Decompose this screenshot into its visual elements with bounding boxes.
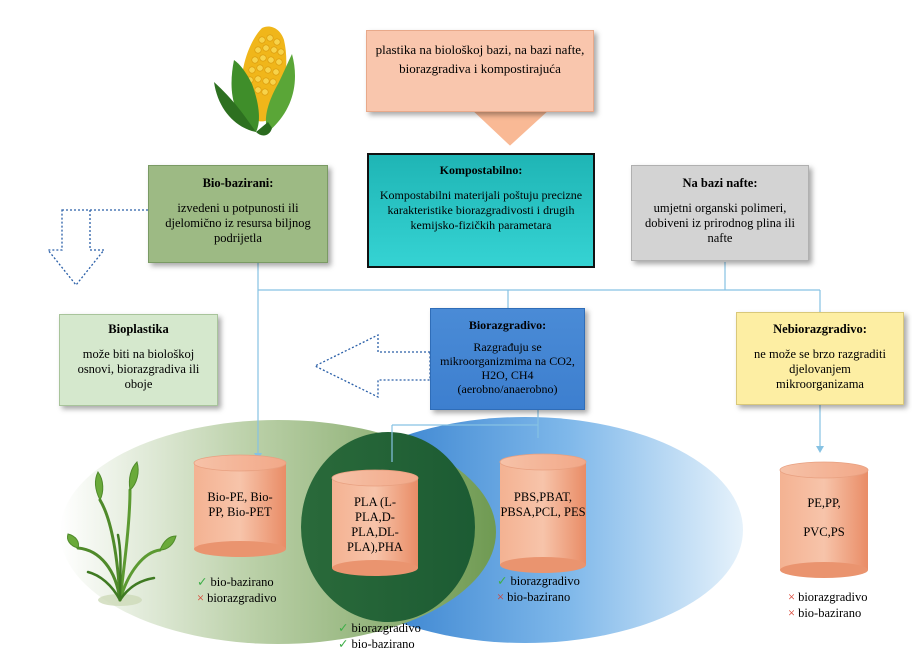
bio-bazirani-text: izvedeni u potpunosti ili djelomično iz … xyxy=(165,201,311,245)
cylinder-bio xyxy=(193,454,287,557)
biorazgradivo-title: Biorazgradivo: xyxy=(468,318,547,332)
cylinder-both xyxy=(331,469,419,576)
dotted-down-arrow xyxy=(46,209,148,287)
nebiorazgradivo-title: Nebiorazgradivo: xyxy=(773,322,867,336)
legend-petro-line2: bio-bazirano xyxy=(798,606,862,620)
cylinder-bioraz-label: PBS,PBAT, PBSA,PCL, PES xyxy=(500,490,586,519)
cylinder-petro-label-1: PE,PP, xyxy=(807,496,841,510)
kompostabilno-text: Kompostabilni materijali poštuju precizn… xyxy=(379,188,583,232)
cross-icon: × xyxy=(788,606,796,620)
legend-petro: ×biorazgradivo ×bio-bazirano xyxy=(788,589,867,621)
cross-icon: × xyxy=(497,590,505,604)
top-box-text: plastika na biološkoj bazi, na bazi naft… xyxy=(375,42,585,76)
legend-bio-line2: biorazgradivo xyxy=(207,591,277,605)
bio-bazirani-box: Bio-bazirani: izvedeni u potpunosti ili … xyxy=(148,165,328,263)
check-icon: ✓ xyxy=(338,621,349,635)
legend-both-line2: bio-bazirano xyxy=(351,637,415,651)
kompostabilno-box: Kompostabilno: Kompostabilni materijali … xyxy=(367,153,595,268)
plant-icon xyxy=(67,461,177,606)
na-bazi-nafte-title: Na bazi nafte: xyxy=(682,176,758,190)
cylinder-petro-label-2: PVC,PS xyxy=(803,525,845,539)
check-icon: ✓ xyxy=(338,637,349,651)
biorazgradivo-box: Biorazgradivo: Razgrađuju se mikroorgani… xyxy=(430,308,585,410)
legend-both: ✓biorazgradivo ✓bio-bazirano xyxy=(338,620,421,652)
bioplastika-title: Bioplastika xyxy=(108,322,169,336)
legend-both-line1: biorazgradivo xyxy=(351,621,421,635)
na-bazi-nafte-text: umjetni organski polimeri, dobiveni iz p… xyxy=(645,201,795,245)
na-bazi-nafte-box: Na bazi nafte: umjetni organski polimeri… xyxy=(631,165,809,261)
nebiorazgradivo-text: ne može se brzo razgraditi djelovanjem m… xyxy=(754,347,886,391)
bio-bazirani-title: Bio-bazirani: xyxy=(202,176,274,190)
cylinder-petro xyxy=(779,461,869,578)
legend-bio-line1: bio-bazirano xyxy=(210,575,274,589)
cylinder-both-label: PLA (L-PLA,D-PLA,DL-PLA),PHA xyxy=(347,495,403,554)
bioplastika-box: Bioplastika može biti na biološkoj osnov… xyxy=(59,314,218,406)
check-icon: ✓ xyxy=(497,574,508,588)
legend-bioraz: ✓biorazgradivo ×bio-bazirano xyxy=(497,573,580,605)
cross-icon: × xyxy=(788,590,796,604)
cross-icon: × xyxy=(197,591,205,605)
corn-icon xyxy=(214,26,295,136)
check-icon: ✓ xyxy=(197,575,208,589)
cylinder-bioraz xyxy=(499,453,587,573)
legend-bioraz-line2: bio-bazirano xyxy=(507,590,571,604)
cylinder-bio-label: Bio-PE, Bio-PP, Bio-PET xyxy=(207,490,273,519)
legend-bioraz-line1: biorazgradivo xyxy=(510,574,580,588)
legend-bio: ✓bio-bazirano ×biorazgradivo xyxy=(197,574,276,606)
dotted-left-arrow xyxy=(313,333,431,399)
top-box: plastika na biološkoj bazi, na bazi naft… xyxy=(366,30,594,112)
nebiorazgradivo-box: Nebiorazgradivo: ne može se brzo razgrad… xyxy=(736,312,904,405)
bioplastika-text: može biti na biološkoj osnovi, biorazgra… xyxy=(77,347,200,391)
legend-petro-line1: biorazgradivo xyxy=(798,590,868,604)
kompostabilno-title: Kompostabilno: xyxy=(439,163,523,177)
biorazgradivo-text: Razgrađuju se mikroorganizmima na CO2, H… xyxy=(440,340,575,396)
